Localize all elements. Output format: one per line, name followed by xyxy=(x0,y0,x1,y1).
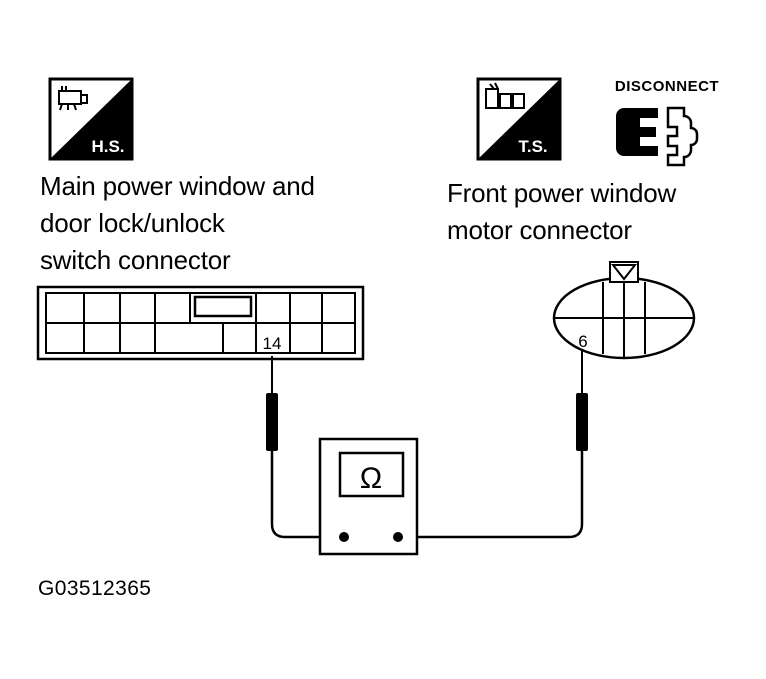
ohmmeter: Ω xyxy=(318,437,419,556)
main-connector-label-line: door lock/unlock xyxy=(40,208,225,238)
meter-terminal-positive xyxy=(393,532,403,542)
front-connector-label: Front power window motor connector xyxy=(447,175,676,249)
main-connector-label-line: switch connector xyxy=(40,245,231,275)
harness-side-badge: H.S. xyxy=(48,77,134,161)
main-switch-connector: 14 xyxy=(36,285,365,361)
meter-terminal-negative xyxy=(339,532,349,542)
main-connector-label-line: Main power window and xyxy=(40,171,315,201)
terminal-side-badge: T.S. xyxy=(476,77,562,161)
front-motor-connector: 6 xyxy=(552,261,696,360)
right-test-probe xyxy=(398,350,588,539)
disconnect-marker: DISCONNECT xyxy=(615,78,719,167)
ohmmeter-icon: Ω xyxy=(360,462,382,495)
terminal-side-icon xyxy=(485,82,525,109)
disconnect-text: DISCONNECT xyxy=(615,78,719,95)
front-connector-label-line: motor connector xyxy=(447,215,632,245)
figure-id: G03512365 xyxy=(38,577,152,600)
harness-side-icon xyxy=(58,86,88,111)
disconnect-connector-icon xyxy=(616,106,699,167)
front-connector-terminal-label: 6 xyxy=(578,332,587,351)
harness-side-text: H.S. xyxy=(91,137,124,156)
terminal-side-text: T.S. xyxy=(518,137,547,156)
main-connector-terminal-label: 14 xyxy=(263,334,282,353)
left-test-probe xyxy=(266,356,344,539)
main-connector-label: Main power window and door lock/unlock s… xyxy=(40,168,315,279)
front-connector-label-line: Front power window xyxy=(447,178,677,208)
